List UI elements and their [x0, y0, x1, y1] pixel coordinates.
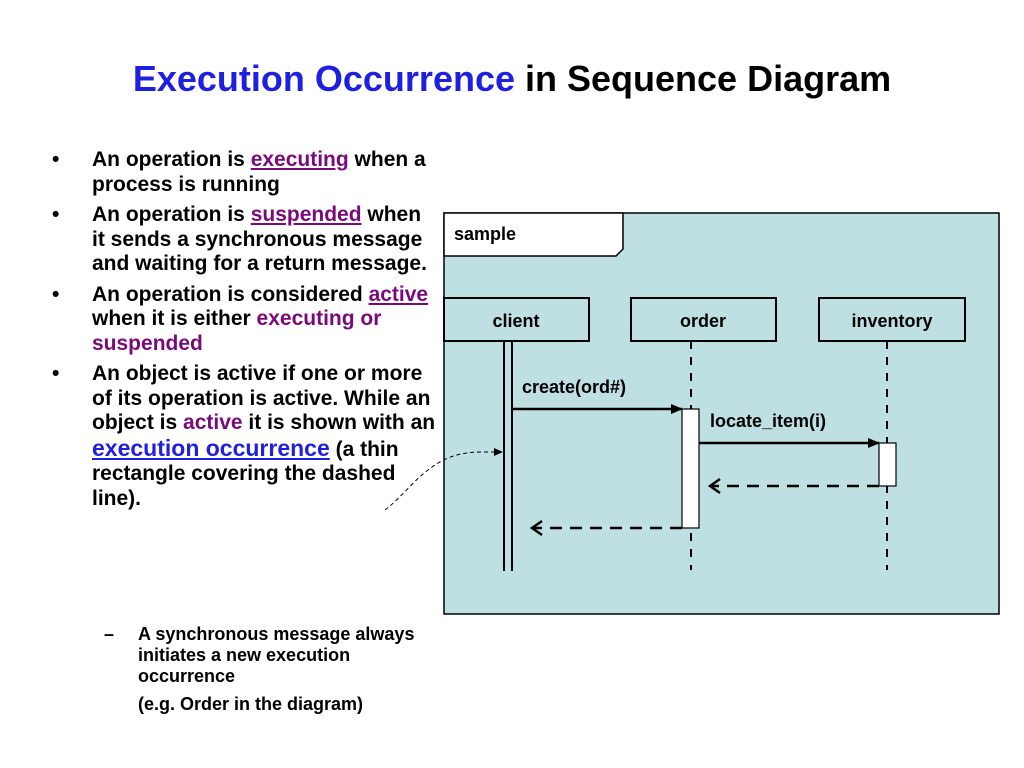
bullet-dot: •	[52, 203, 60, 226]
lifeline-head-order	[630, 297, 777, 342]
term-executing-or-suspended: executing or suspended	[92, 307, 382, 355]
sub-bullet-example: (e.g. Order in the diagram)	[138, 694, 364, 714]
title-rest: in Sequence Diagram	[525, 58, 892, 99]
bullet-text: it is shown with an	[242, 411, 436, 434]
bullet-dot: •	[52, 362, 60, 385]
bullet-dot: •	[52, 282, 60, 306]
term-suspended: suspended	[250, 203, 362, 226]
sub-bullet-dash: –	[104, 624, 115, 644]
return-inventory-to-order-head	[707, 477, 721, 495]
order-execution-occurrence	[681, 408, 700, 529]
lifeline-head-client	[443, 297, 590, 342]
term-execution-occurrence: execution occurrence	[92, 434, 330, 461]
bullet-text: when a process is running	[92, 148, 426, 196]
callout-arrowhead	[494, 448, 503, 456]
sub-bullet-text: A synchronous message always initiates a…	[138, 624, 415, 686]
bullet-text: when it is either	[92, 307, 257, 330]
bullet-text: (a thin rectangle covering the dashed li…	[92, 437, 399, 510]
lifeline-label-order: order	[680, 311, 726, 331]
bullet-active: • An operation is considered active when…	[52, 283, 437, 357]
sub-bullet: – A synchronous message always initiates…	[104, 624, 434, 715]
bullet-text: An operation is	[92, 203, 251, 226]
bullet-text: An operation is	[92, 148, 251, 171]
lifeline-label-inventory: inventory	[851, 311, 932, 331]
term-executing: executing	[250, 148, 349, 171]
lifeline-label-client: client	[492, 311, 539, 331]
frame-label: sample	[454, 224, 516, 244]
inventory-execution-occurrence	[878, 442, 897, 487]
bullet-executing: • An operation is executing when a proce…	[52, 148, 437, 197]
frame-label-box	[443, 212, 624, 257]
diagram-frame	[443, 212, 1000, 615]
title-highlight: Execution Occurrence	[132, 58, 515, 99]
bullet-dot: •	[52, 148, 60, 171]
message-label-create: create(ord#)	[522, 377, 626, 397]
term-active: active	[183, 411, 243, 434]
term-active: active	[368, 282, 429, 306]
bullet-text: An object is active if one or more of it…	[92, 362, 431, 434]
return-order-to-client-head	[529, 519, 543, 537]
bullet-list: • An operation is executing when a proce…	[52, 148, 437, 517]
bullet-suspended: • An operation is suspended when it send…	[52, 203, 437, 277]
slide-title: Execution Occurrence in Sequence Diagram	[0, 58, 1024, 100]
bullet-text: when it sends a synchronous message and …	[92, 203, 427, 275]
message-label-locate: locate_item(i)	[710, 411, 826, 431]
lifeline-head-inventory	[818, 297, 966, 342]
bullet-text: An operation is considered	[92, 282, 369, 306]
bullet-object-active: • An object is active if one or more of …	[52, 362, 437, 511]
